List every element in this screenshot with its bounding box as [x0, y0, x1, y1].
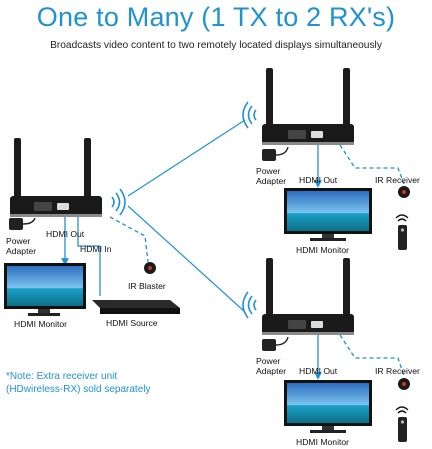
footnote: *Note: Extra receiver unit (HDwireless-R…: [6, 370, 150, 396]
page-subtitle: Broadcasts video content to two remotely…: [50, 40, 382, 51]
rx1-ir-receiver-label: IR Receiver: [375, 175, 420, 185]
tx-power-adapter-label-1: Power: [6, 236, 31, 246]
power-adapter-icon: [262, 336, 289, 351]
ir-receiver-icon: [398, 186, 410, 198]
wifi-signal-icon: [242, 101, 257, 129]
remote-control-icon: [395, 406, 409, 442]
power-adapter-icon: [9, 217, 36, 230]
hdmi-source-icon: [92, 300, 180, 314]
rx1-power-adapter-label-2: Adapter: [256, 176, 287, 186]
footnote-line-1: *Note: Extra receiver unit: [6, 371, 118, 382]
wifi-signal-icon: [111, 188, 126, 216]
rx2-monitor-label: HDMI Monitor: [296, 437, 350, 447]
receiver-2-unit: [262, 258, 354, 335]
rx1-cables: [314, 144, 405, 188]
rx2-monitor-icon: [284, 380, 372, 433]
rx2-ir-receiver-label: IR Receiver: [375, 366, 420, 376]
tx-monitor-label: HDMI Monitor: [14, 319, 68, 329]
footnote-line-2: (HDwireless-RX) sold separately: [6, 384, 151, 395]
rx2-power-adapter-label-1: Power: [256, 356, 281, 366]
transmitter-unit: [10, 138, 102, 217]
remote-control-icon: [395, 214, 409, 250]
power-adapter-icon: [262, 146, 289, 161]
wireless-link-lines: [127, 119, 246, 313]
rx1-monitor-label: HDMI Monitor: [296, 245, 350, 255]
rx2-hdmi-out-label: HDMI Out: [299, 366, 338, 376]
tx-monitor-icon: [4, 263, 86, 316]
ir-receiver-icon: [398, 378, 410, 390]
page-title: One to Many (1 TX to 2 RX's): [36, 2, 396, 32]
receiver-1-unit: [262, 68, 354, 145]
wifi-signal-icon: [242, 291, 257, 319]
rx2-power-adapter-label-2: Adapter: [256, 366, 287, 376]
hdmi-source-label: HDMI Source: [106, 318, 158, 328]
ir-blaster-label: IR Blaster: [128, 281, 166, 291]
tx-hdmi-out-label: HDMI Out: [46, 229, 85, 239]
rx1-hdmi-out-label: HDMI Out: [299, 175, 338, 185]
tx-cables: [61, 216, 149, 296]
ir-blaster-icon: [144, 262, 156, 274]
rx1-monitor-icon: [284, 188, 372, 241]
rx2-cables: [314, 334, 405, 380]
tx-hdmi-in-label: HDMI In: [80, 244, 112, 254]
tx-power-adapter-label-2: Adapter: [6, 246, 37, 256]
rx1-power-adapter-label-1: Power: [256, 166, 281, 176]
